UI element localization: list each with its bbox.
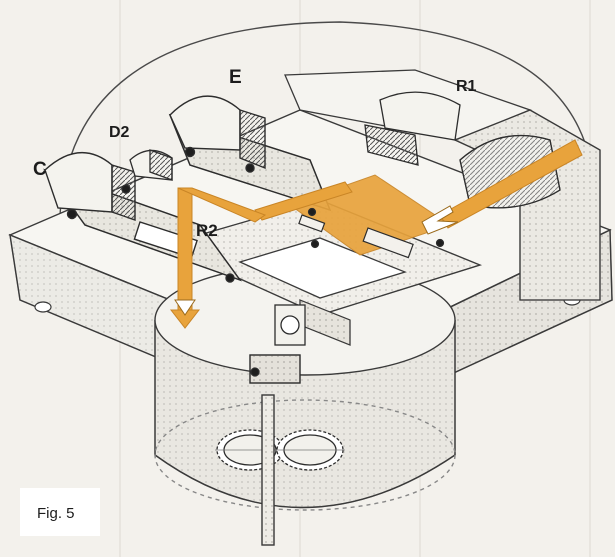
label-r1: R1 [456,78,477,95]
plug-d2 [129,149,173,181]
caption-box: Fig. 5 [20,488,100,536]
plug-r1 [364,91,461,166]
label-c: C [33,159,47,180]
figure-caption: Fig. 5 [37,505,75,522]
label-r2: R2 [196,221,218,240]
shaft-valve [249,304,306,384]
drive-shaft [261,394,275,546]
label-e: E [229,67,242,88]
flow-path [169,139,583,329]
spool-details [298,207,445,259]
label-d2: D2 [109,124,130,141]
manifold-plate [163,199,482,316]
valve-body-e [168,95,332,212]
dome-outline [59,21,591,216]
flow-arrows [174,205,459,316]
